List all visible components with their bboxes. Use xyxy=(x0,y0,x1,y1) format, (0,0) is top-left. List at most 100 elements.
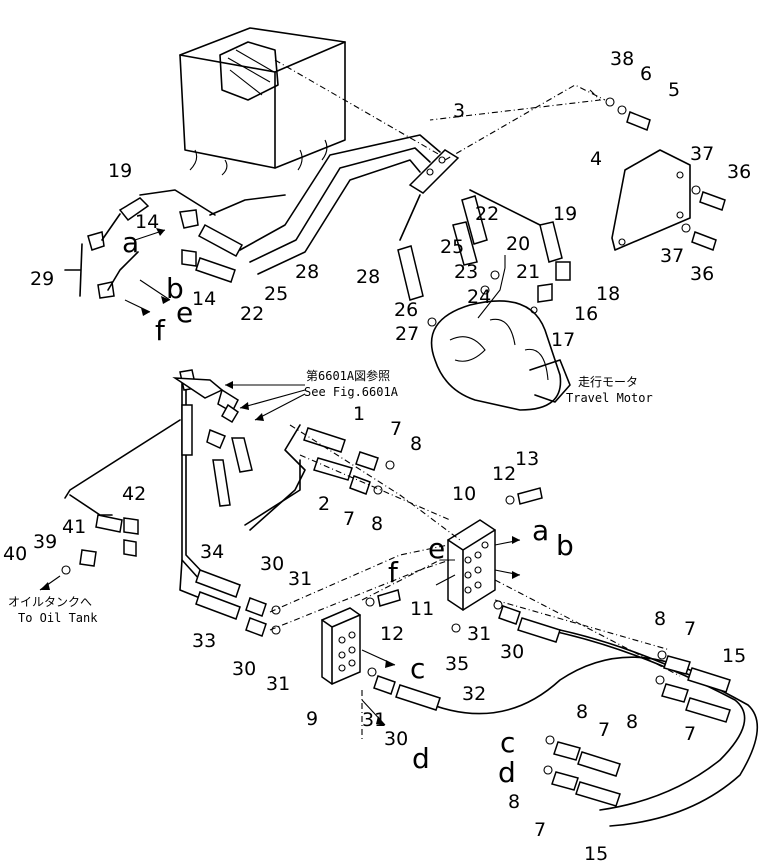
callout: 37 xyxy=(660,245,684,267)
callout: 31 xyxy=(362,709,386,731)
callout: 42 xyxy=(122,483,146,505)
callout: 8 xyxy=(508,791,520,813)
callout: 26 xyxy=(394,299,418,321)
callout: 20 xyxy=(506,233,530,255)
connection-lines xyxy=(269,89,681,740)
letter-f: f xyxy=(155,314,166,347)
callout: 15 xyxy=(722,645,746,667)
callout: 25 xyxy=(264,283,288,305)
callout: 7 xyxy=(598,719,610,741)
callout: 12 xyxy=(380,623,404,645)
callout: 12 xyxy=(492,463,516,485)
motor-fittings xyxy=(397,189,571,327)
callout: 34 xyxy=(200,541,224,563)
callout: 15 xyxy=(584,843,608,862)
callout: 1 xyxy=(353,403,365,425)
letter-e: e xyxy=(428,532,445,565)
callout: 24 xyxy=(467,286,491,308)
travel-motor-en: Travel Motor xyxy=(566,391,653,405)
callout: 33 xyxy=(192,630,216,652)
callout: 4 xyxy=(590,148,602,170)
callout: 30 xyxy=(384,728,408,750)
callout: 31 xyxy=(288,568,312,590)
block-9 xyxy=(321,589,561,726)
callout: 14 xyxy=(192,288,216,310)
lower-fittings xyxy=(39,369,395,637)
callout: 30 xyxy=(232,658,256,680)
callout: 7 xyxy=(684,723,696,745)
callout: 35 xyxy=(445,653,469,675)
callout: 36 xyxy=(690,263,714,285)
callout: 10 xyxy=(452,483,476,505)
callout-labels: 38 6 5 3 4 37 36 37 36 19 22 19 20 21 18… xyxy=(3,48,751,862)
letter-b: b xyxy=(166,272,184,305)
callout: 32 xyxy=(462,683,486,705)
callout: 22 xyxy=(475,203,499,225)
travel-motor-jp: 走行モータ xyxy=(578,375,638,389)
callout: 16 xyxy=(574,303,598,325)
cover-plate-4 xyxy=(611,149,691,251)
callout: 25 xyxy=(440,236,464,258)
callout: 37 xyxy=(690,143,714,165)
callout: 14 xyxy=(135,211,159,233)
lower-hoses xyxy=(64,374,759,827)
callout: 6 xyxy=(640,63,652,85)
callout: 27 xyxy=(395,323,419,345)
connector-letters: a b e f a b e f c d c d xyxy=(122,226,574,789)
callout: 8 xyxy=(654,608,666,630)
oil-tank-en: To Oil Tank xyxy=(18,611,98,625)
oil-tank-jp: オイルタンクへ xyxy=(8,595,92,609)
fittings-left-upper xyxy=(64,197,244,316)
callout: 17 xyxy=(551,329,575,351)
letter-a: a xyxy=(122,226,139,259)
callout: 8 xyxy=(576,701,588,723)
junction-block-3 xyxy=(408,84,606,194)
callout: 7 xyxy=(343,508,355,530)
callout: 7 xyxy=(684,618,696,640)
hydraulic-tank xyxy=(179,27,441,176)
callout: 30 xyxy=(260,553,284,575)
letter-e: e xyxy=(176,296,193,329)
block-10 xyxy=(435,487,543,611)
hose-28-upper xyxy=(139,134,441,275)
callout: 7 xyxy=(534,819,546,841)
callout: 36 xyxy=(727,161,751,183)
letter-f: f xyxy=(388,556,399,589)
callout: 21 xyxy=(516,261,540,283)
callout: 18 xyxy=(596,283,620,305)
callout: 2 xyxy=(318,493,330,515)
callout: 28 xyxy=(356,266,380,288)
see-fig-note-jp: 第6601A図参照 xyxy=(306,368,390,383)
callout: 3 xyxy=(453,100,465,122)
callout: 8 xyxy=(371,513,383,535)
callout: 19 xyxy=(553,203,577,225)
callout: 23 xyxy=(454,261,478,283)
callout: 22 xyxy=(240,303,264,325)
letter-d: d xyxy=(412,742,430,775)
see-fig-note-en: See Fig.6601A xyxy=(304,385,399,399)
callout: 30 xyxy=(500,641,524,663)
callout: 31 xyxy=(266,673,290,695)
callout: 19 xyxy=(108,160,132,182)
callout: 8 xyxy=(410,433,422,455)
bolts-right xyxy=(605,97,726,251)
letter-c: c xyxy=(500,726,515,759)
callout: 31 xyxy=(467,623,491,645)
callout: 39 xyxy=(33,531,57,553)
callout: 29 xyxy=(30,268,54,290)
right-bottom-fittings xyxy=(543,650,731,807)
callout: 28 xyxy=(295,261,319,283)
letter-d: d xyxy=(498,756,516,789)
callout: 5 xyxy=(668,79,680,101)
letter-b: b xyxy=(556,529,574,562)
letter-c: c xyxy=(410,652,425,685)
letter-a: a xyxy=(532,514,549,547)
callout: 8 xyxy=(626,711,638,733)
callout: 9 xyxy=(306,708,318,730)
travel-motor xyxy=(430,255,571,411)
callout: 38 xyxy=(610,48,634,70)
callout: 13 xyxy=(515,448,539,470)
callout: 7 xyxy=(390,418,402,440)
